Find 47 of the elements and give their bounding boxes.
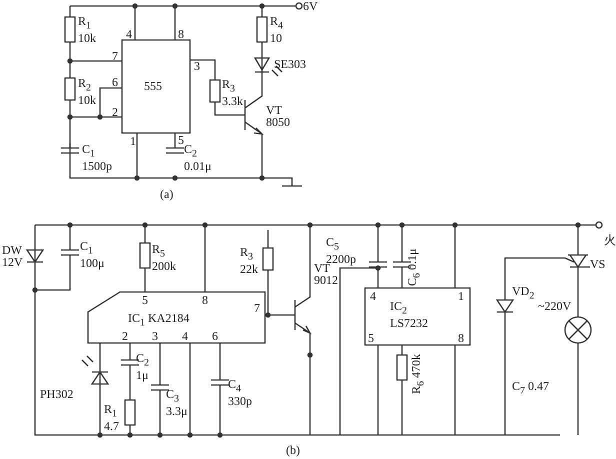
pin-number: 5	[178, 134, 184, 146]
pin-number: 2	[122, 330, 128, 342]
pin-number: 4	[370, 290, 376, 302]
pin-number: 7	[254, 302, 260, 314]
component-label: R$_{5}$ 200k	[152, 243, 177, 272]
pin-number: 4	[182, 330, 188, 342]
component-label: VS	[590, 258, 606, 270]
component-label: C$_{2}$ 0.01μ	[184, 143, 212, 172]
pin-number: 8	[202, 294, 208, 306]
pin-number: 1	[458, 290, 464, 302]
component-label: R$_{2}$ 10k	[78, 77, 97, 106]
pin-number: 8	[458, 332, 464, 344]
component-label: R$_{1}$ 4.7	[104, 403, 120, 432]
chip-label: IC$_{1}$ KA2184	[128, 312, 190, 330]
component-label: R$_{3}$ 22k	[240, 246, 259, 276]
pin-number: 4	[126, 28, 132, 40]
component-label: R$_{4}$ 10	[270, 15, 284, 44]
terminal-label: 6V	[303, 0, 318, 12]
component-label: VD$_{2}$	[512, 285, 534, 302]
pin-number: 6	[212, 330, 218, 342]
component-label: PH302	[40, 388, 74, 400]
pin-number: 5	[142, 294, 148, 306]
figure-label: (b)	[286, 444, 300, 456]
terminal-label: 火	[604, 234, 616, 246]
component-label: C$_{1}$ 1500p	[82, 143, 113, 172]
chip-label: 555	[144, 80, 162, 92]
component-label: DW 12V	[2, 244, 24, 268]
pin-number: 7	[112, 50, 118, 62]
component-label: C$_{7}$ 0.47	[512, 380, 550, 398]
pin-number: 3	[152, 330, 158, 342]
pin-number: 3	[194, 60, 200, 72]
component-label: C$_{2}$ 1μ	[136, 352, 150, 382]
component-label: R$_{3}$ 3.3k	[222, 78, 244, 108]
pin-number: 8	[178, 28, 184, 40]
component-label: VT 8050	[266, 104, 291, 128]
chip-label: IC$_{2}$ LS7232	[390, 300, 430, 330]
terminal-label: ~220V	[538, 300, 572, 312]
component-label: SE303	[274, 58, 306, 70]
pin-number: 6	[112, 76, 118, 88]
component-label: C$_{3}$ 3.3μ	[166, 388, 188, 418]
pin-number: 5	[368, 332, 374, 344]
pin-number: 1	[130, 135, 136, 147]
component-label: C$_{4}$ 330p	[228, 378, 253, 408]
component-label: R$_{1}$ 10k	[78, 15, 97, 44]
component-label: C$_{1}$ 100μ	[80, 240, 106, 270]
figure-label: (a)	[160, 188, 174, 200]
pin-number: 2	[112, 106, 118, 118]
